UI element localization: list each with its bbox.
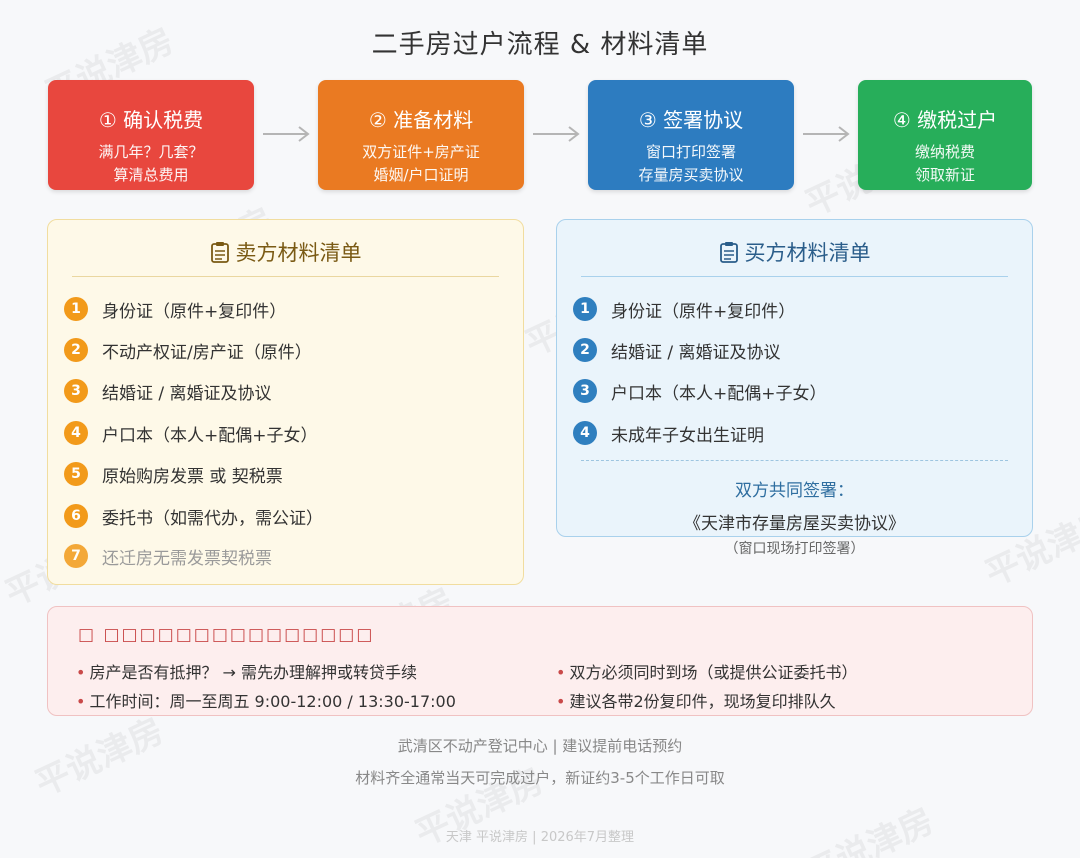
bullet: • [556, 692, 566, 711]
arrow-right-icon [533, 126, 580, 142]
item-number: 4 [64, 421, 88, 445]
item-text: 身份证（原件+复印件） [102, 301, 287, 322]
dashed-divider [581, 460, 1008, 461]
buyer-heading-text: 买方材料清单 [744, 241, 871, 265]
step-line: 满几年？几套？ [98, 143, 204, 161]
list-item: 3 结婚证 / 离婚证及协议 [64, 377, 272, 405]
buyer-checklist-panel: 买方材料清单 1 身份证（原件+复印件） 2 结婚证 / 离婚证及协议 3 户口… [556, 219, 1033, 537]
item-text: 户口本（本人+配偶+子女） [102, 425, 318, 446]
bullet: • [76, 663, 86, 682]
list-item: 6 委托书（如需代办，需公证） [64, 502, 323, 530]
list-item: 3 户口本（本人+配偶+子女） [573, 377, 827, 405]
clipboard-icon [719, 242, 738, 263]
step-title: ③ 签署协议 [638, 108, 744, 132]
step-title: ④ 缴税过户 [892, 108, 998, 132]
step-title: ② 准备材料 [368, 108, 474, 132]
arrow-right-icon [803, 126, 850, 142]
list-item: 2 不动产权证/房产证（原件） [64, 336, 312, 364]
notice-heading: □ □□□□□□□□□□□□□□□ [78, 625, 375, 645]
footer-line: 武清区不动产登记中心 | 建议提前电话预约 [397, 737, 683, 755]
item-number: 4 [573, 421, 597, 445]
bullet: • [76, 692, 86, 711]
item-number: 2 [573, 338, 597, 362]
item-number: 3 [573, 379, 597, 403]
list-item: 1 身份证（原件+复印件） [573, 295, 795, 323]
list-item: 1 身份证（原件+复印件） [64, 295, 286, 323]
bullet: • [556, 663, 566, 682]
step-card-3: ③ 签署协议 窗口打印签署 存量房买卖协议 [588, 80, 794, 190]
notice-item: •建议各带2份复印件，现场复印排队久 [556, 688, 836, 712]
notice-item: •工作时间：周一至周五 9:00-12:00 / 13:30-17:00 [76, 688, 456, 712]
list-item: 5 原始购房发票 或 契税票 [64, 460, 283, 488]
footer-line: 材料齐全通常当天可完成过户，新证约3-5个工作日可取 [355, 769, 725, 787]
step-line: 算清总费用 [113, 166, 189, 184]
notice-text: 建议各带2份复印件，现场复印排队久 [569, 692, 836, 711]
notice-panel: □ □□□□□□□□□□□□□□□ •房产是否有抵押？ → 需先办理解押或转贷手… [47, 606, 1033, 716]
notice-text: 房产是否有抵押？ → 需先办理解押或转贷手续 [89, 663, 418, 682]
seller-panel-heading: 卖方材料清单 [48, 237, 523, 267]
item-number: 5 [64, 462, 88, 486]
seller-heading-text: 卖方材料清单 [235, 241, 362, 265]
item-text: 结婚证 / 离婚证及协议 [611, 342, 781, 363]
item-number: 7 [64, 544, 88, 568]
arrow-right-icon [263, 126, 310, 142]
step-line: 窗口打印签署 [645, 143, 736, 161]
step-line: 缴纳税费 [914, 143, 975, 161]
list-item: 2 结婚证 / 离婚证及协议 [573, 336, 781, 364]
clipboard-icon [210, 242, 229, 263]
step-card-4: ④ 缴税过户 缴纳税费 领取新证 [858, 80, 1032, 190]
item-text: 未成年子女出生证明 [611, 425, 764, 446]
divider [581, 276, 1008, 277]
item-number: 1 [573, 297, 597, 321]
item-number: 6 [64, 504, 88, 528]
step-line: 双方证件+房产证 [362, 143, 480, 161]
buyer-panel-heading: 买方材料清单 [557, 237, 1032, 267]
item-number: 2 [64, 338, 88, 362]
notice-text: 双方必须同时到场（或提供公证委托书） [569, 663, 858, 682]
notice-item: •双方必须同时到场（或提供公证委托书） [556, 659, 857, 683]
item-number: 1 [64, 297, 88, 321]
step-line: 婚姻/户口证明 [373, 166, 469, 184]
item-number: 3 [64, 379, 88, 403]
item-text: 还迁房无需发票契税票 [102, 548, 272, 569]
list-item: 4 户口本（本人+配偶+子女） [64, 419, 318, 447]
step-line: 领取新证 [914, 166, 975, 184]
item-text: 户口本（本人+配偶+子女） [611, 383, 827, 404]
page-title: 二手房过户流程 & 材料清单 [371, 30, 709, 60]
item-text: 身份证（原件+复印件） [611, 301, 796, 322]
list-item: 4 未成年子女出生证明 [573, 419, 764, 447]
joint-sign-note: （窗口现场打印签署） [724, 541, 865, 557]
notice-item: •房产是否有抵押？ → 需先办理解押或转贷手续 [76, 659, 417, 683]
item-text: 委托书（如需代办，需公证） [102, 508, 323, 529]
joint-sign-document: 《天津市存量房屋买卖协议》 [684, 514, 905, 534]
step-card-1: ① 确认税费 满几年？几套？ 算清总费用 [48, 80, 254, 190]
item-text: 原始购房发票 或 契税票 [102, 466, 283, 487]
seller-checklist-panel: 卖方材料清单 1 身份证（原件+复印件） 2 不动产权证/房产证（原件） 3 结… [47, 219, 524, 585]
list-item: 7 还迁房无需发票契税票 [64, 542, 272, 570]
item-text: 结婚证 / 离婚证及协议 [102, 383, 272, 404]
notice-text: 工作时间：周一至周五 9:00-12:00 / 13:30-17:00 [89, 692, 456, 711]
joint-sign-label: 双方共同签署： [735, 481, 854, 501]
step-title: ① 确认税费 [98, 108, 204, 132]
footer-credit: 天津 平说津房 | 2026年7月整理 [445, 830, 635, 845]
step-line: 存量房买卖协议 [638, 166, 744, 184]
divider [72, 276, 499, 277]
item-text: 不动产权证/房产证（原件） [102, 342, 312, 363]
step-card-2: ② 准备材料 双方证件+房产证 婚姻/户口证明 [318, 80, 524, 190]
